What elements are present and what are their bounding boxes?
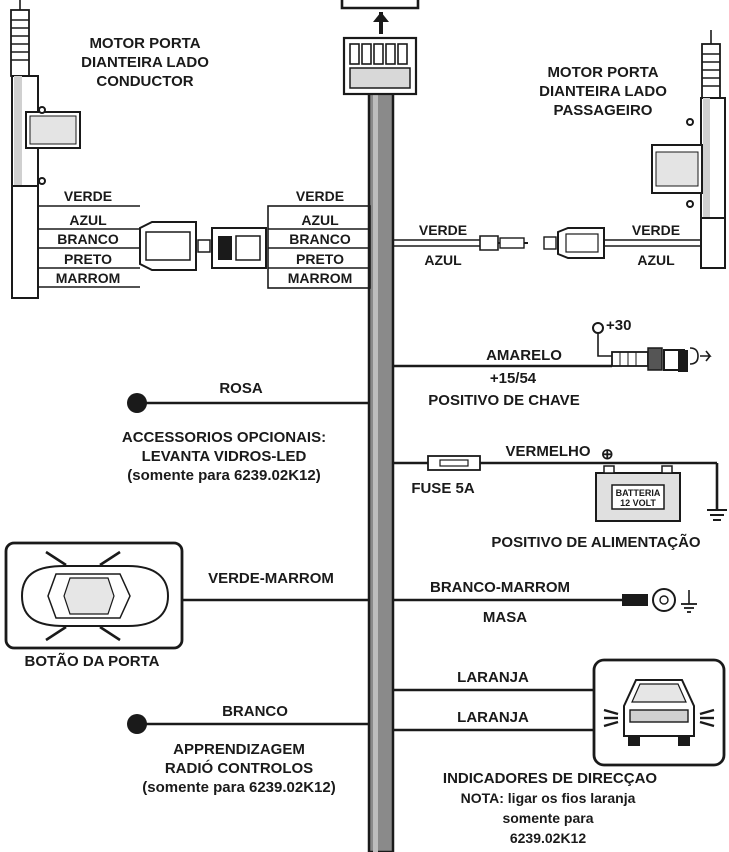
driver-motor-title-2: DIANTEIRA LADO — [81, 54, 209, 71]
ignition-sub-label: +15/54 — [490, 370, 537, 387]
driver-wire-marrom: MARROM — [56, 270, 121, 286]
accessory-line-2: LEVANTA VIDROS-LED — [142, 448, 307, 465]
harness-wire-marrom: MARROM — [288, 270, 353, 286]
learning-input: BRANCO APPRENDIZAGEM RADIÓ CONTROLOS (so… — [127, 703, 369, 796]
harness-wire-bundle: VERDE AZUL BRANCO PRETO MARROM — [267, 188, 371, 289]
indicators-line-3: somente para — [502, 810, 593, 826]
passenger-door-motor — [651, 30, 726, 269]
learning-wire-label: BRANCO — [222, 703, 288, 720]
indicators-line-1: INDICADORES DE DIRECÇAO — [443, 770, 658, 787]
accessory-line-1: ACCESSORIOS OPCIONAIS: — [122, 429, 326, 446]
ignition-title: POSITIVO DE CHAVE — [428, 392, 579, 409]
accessory-output: ROSA ACCESSORIOS OPCIONAIS: LEVANTA VIDR… — [122, 380, 369, 484]
battery-label-1: BATTERIA — [616, 488, 661, 498]
driver-wire-branco: BRANCO — [57, 231, 119, 247]
indicator-wire-top-label: LARANJA — [457, 669, 529, 686]
passenger-motor-title-2: DIANTEIRA LADO — [539, 83, 667, 100]
indicator-wire-bottom-label: LARANJA — [457, 709, 529, 726]
plus30-label: +30 — [606, 317, 631, 334]
driver-wire-preto: PRETO — [64, 251, 112, 267]
power-wire-label: VERMELHO — [505, 443, 590, 460]
ignition-switch: +30 AMARELO +15/54 POSITIVO DE CHAVE — [393, 317, 712, 409]
indicators-line-2: NOTA: ligar os fios laranja — [461, 790, 636, 806]
passenger-wire-azul-left: AZUL — [424, 252, 462, 268]
learning-line-3: (somente para 6239.02K12) — [142, 779, 335, 796]
ground-title: MASA — [483, 609, 527, 626]
turn-indicators: LARANJA LARANJA INDICADORES DE DIRECÇAO … — [393, 658, 726, 846]
power-plus-symbol: ⊕ — [601, 446, 614, 463]
power-supply: BATTERIA 12 VOLT VERMELHO ⊕ FUSE 5A POSI… — [393, 443, 727, 551]
driver-connector-pair — [139, 221, 267, 271]
indicators-line-4: 6239.02K12 — [510, 830, 587, 846]
control-unit-connector — [340, 0, 420, 96]
main-harness-cable — [367, 90, 395, 852]
driver-wire-bundle: VERDE AZUL BRANCO PRETO MARROM — [38, 188, 140, 288]
ground-wire-label: BRANCO-MARROM — [430, 579, 570, 596]
driver-motor-title-1: MOTOR PORTA — [89, 35, 200, 52]
driver-wire-azul: AZUL — [69, 212, 107, 228]
learning-line-2: RADIÓ CONTROLOS — [165, 759, 313, 777]
passenger-motor-title-1: MOTOR PORTA — [547, 64, 658, 81]
harness-wire-verde: VERDE — [296, 188, 344, 204]
driver-door-motor — [10, 0, 81, 299]
passenger-motor-title-3: PASSAGEIRO — [554, 102, 653, 119]
passenger-wire-azul-right: AZUL — [637, 252, 675, 268]
accessory-wire-label: ROSA — [219, 380, 263, 397]
door-button-wire-label: VERDE-MARROM — [208, 570, 334, 587]
harness-wire-branco: BRANCO — [289, 231, 351, 247]
learning-line-1: APPRENDIZAGEM — [173, 741, 305, 758]
driver-motor-title-3: CONDUCTOR — [96, 73, 193, 90]
passenger-wire-verde-right: VERDE — [632, 222, 680, 238]
driver-wire-verde: VERDE — [64, 188, 112, 204]
ignition-wire-label: AMARELO — [486, 347, 562, 364]
passenger-wires: VERDE AZUL VERDE AZUL — [393, 222, 701, 268]
door-button: VERDE-MARROM BOTÃO DA PORTA — [4, 541, 369, 670]
accessory-line-3: (somente para 6239.02K12) — [127, 467, 320, 484]
battery-label-2: 12 VOLT — [620, 498, 656, 508]
door-button-title: BOTÃO DA PORTA — [25, 652, 160, 670]
passenger-wire-verde-left: VERDE — [419, 222, 467, 238]
driver-motor-title: MOTOR PORTA DIANTEIRA LADO CONDUCTOR — [81, 35, 209, 90]
harness-wire-preto: PRETO — [296, 251, 344, 267]
power-title: POSITIVO DE ALIMENTAÇÃO — [491, 533, 701, 551]
harness-wire-azul: AZUL — [301, 212, 339, 228]
fuse-label: FUSE 5A — [411, 480, 475, 497]
ground-connection: BRANCO-MARROM MASA — [393, 579, 697, 626]
passenger-motor-title: MOTOR PORTA DIANTEIRA LADO PASSAGEIRO — [539, 64, 667, 119]
